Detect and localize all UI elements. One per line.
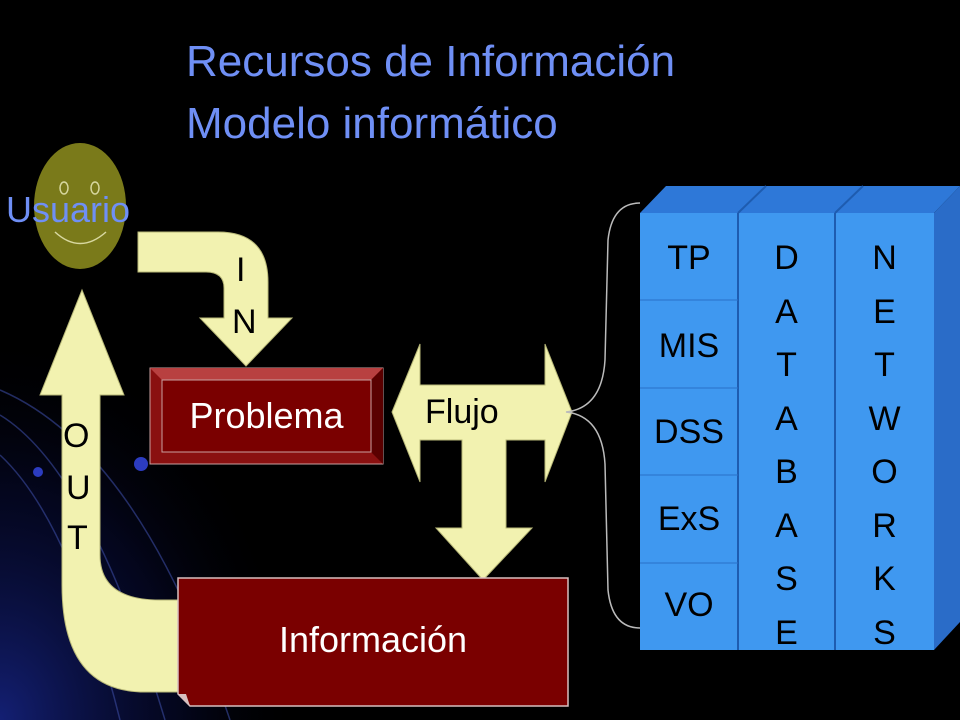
in-arrow (137, 231, 294, 367)
database-label: D A T A B A S E (738, 232, 835, 660)
problema-box (149, 367, 384, 465)
database-letter: T (776, 346, 797, 384)
database-letter: E (775, 613, 798, 652)
database-columns (640, 185, 960, 650)
networks-letter: T (874, 346, 895, 384)
brace (565, 202, 641, 629)
networks-letter: S (873, 613, 896, 652)
networks-letter: E (873, 292, 896, 331)
usuario-smiley (34, 143, 126, 269)
database-letter: D (774, 239, 799, 277)
page-title-line-2: Modelo informático (186, 99, 558, 148)
database-letter: A (775, 399, 798, 438)
flujo-label: Flujo (425, 393, 499, 431)
networks-letter: K (873, 560, 896, 598)
database-letter: B (775, 453, 798, 491)
networks-letter: W (868, 399, 901, 438)
system-vo: VO (664, 586, 714, 624)
system-tp: TP (667, 239, 711, 277)
out-letter-t: T (67, 519, 88, 557)
system-exs: ExS (657, 500, 721, 538)
system-mis: MIS (658, 327, 720, 365)
in-letter-n: N (232, 303, 257, 341)
networks-letter: R (872, 506, 897, 545)
informacion-label: Información (278, 619, 468, 660)
flujo-arrow (391, 343, 573, 581)
page-title-line-1: Recursos de Información (186, 37, 676, 86)
usuario-label: Usuario (6, 189, 131, 230)
networks-label: N E T W O R K S (835, 232, 934, 660)
decor-dot (134, 457, 148, 471)
out-letter-u: U (66, 469, 91, 507)
database-letter: A (775, 506, 798, 545)
out-letter-o: O (63, 417, 90, 455)
system-dss: DSS (654, 413, 724, 451)
in-letter-i: I (236, 251, 246, 289)
database-letter: S (775, 560, 798, 598)
out-arrow (39, 288, 181, 693)
decor-dot (33, 467, 43, 477)
networks-letter: N (872, 239, 897, 277)
database-letter: A (775, 292, 798, 331)
problema-label: Problema (189, 395, 344, 436)
networks-letter: O (871, 453, 898, 491)
informacion-box (177, 577, 569, 707)
